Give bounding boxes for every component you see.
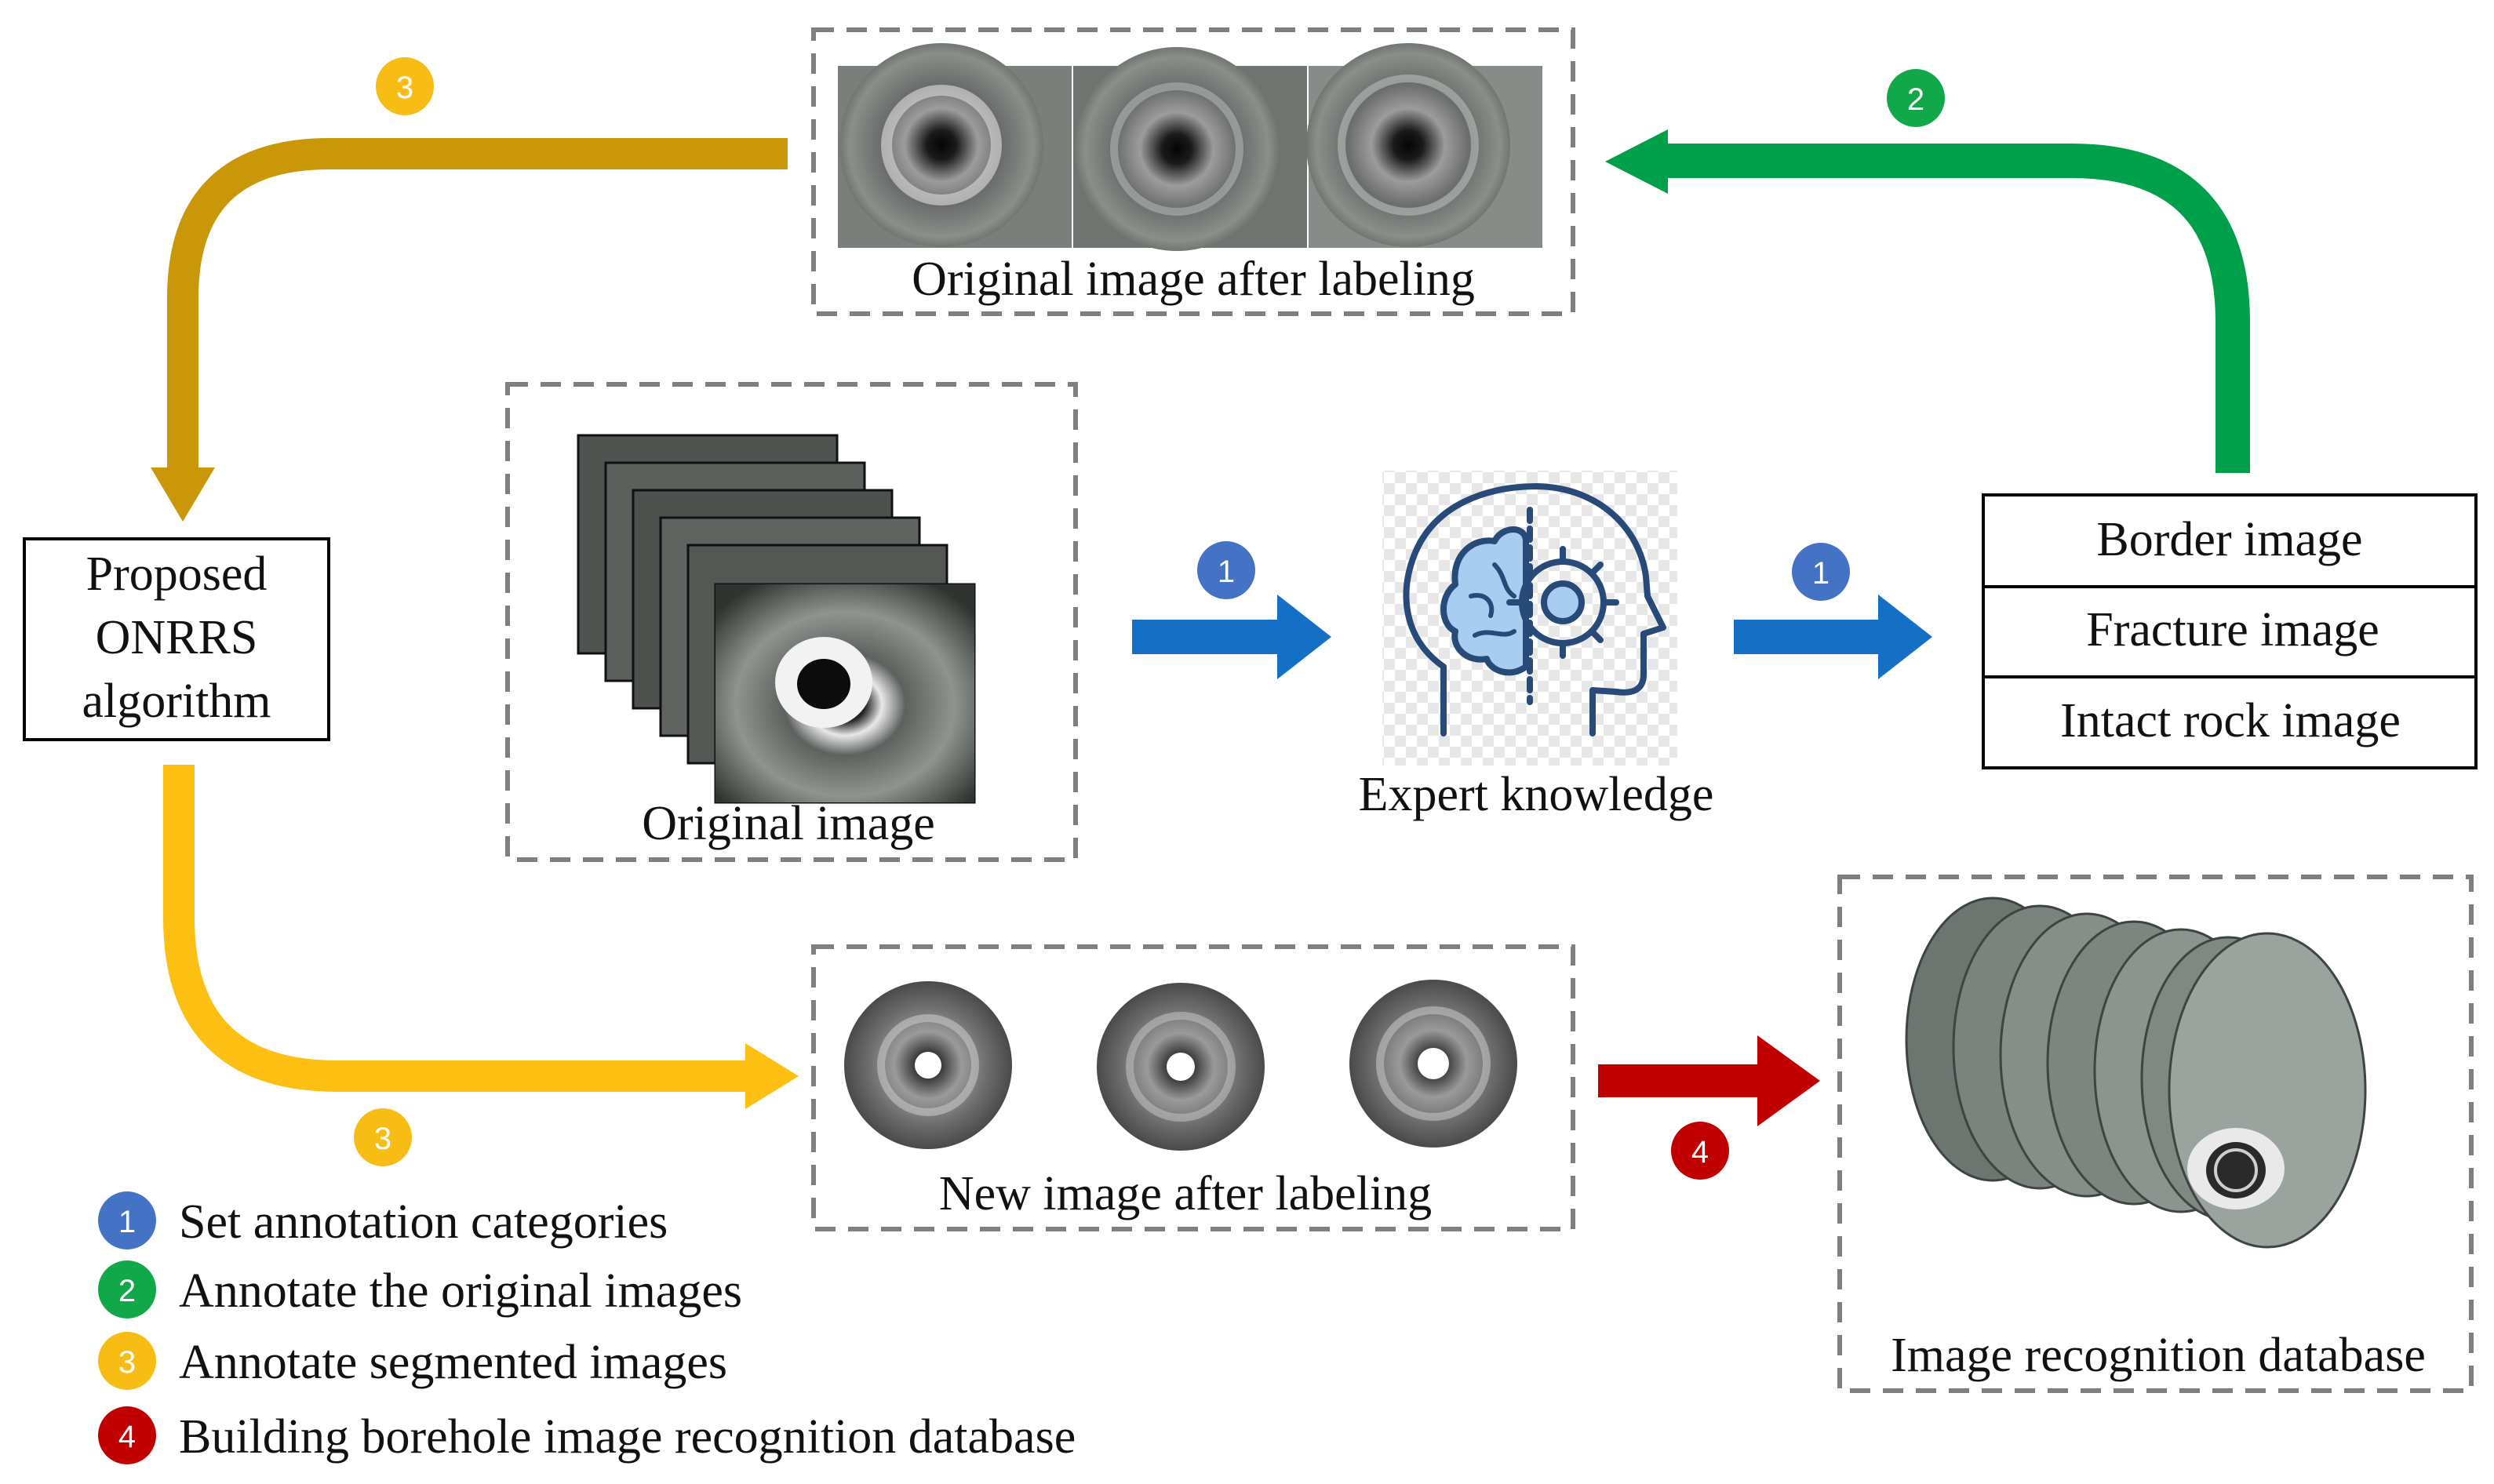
svg-text:1: 1 (118, 1205, 136, 1239)
top-panel: Original image after labeling (811, 27, 1575, 316)
badge-step1-right: 1 (1792, 543, 1850, 601)
new-image-panel: New image after labeling (811, 944, 1575, 1231)
svg-text:2: 2 (1907, 82, 1924, 117)
badge-step4: 4 (1671, 1122, 1729, 1180)
legend-badge-1 (98, 1191, 156, 1249)
svg-text:1: 1 (1812, 556, 1830, 591)
arrow-step4 (1598, 1035, 1820, 1126)
segmented-image-2 (1097, 983, 1265, 1151)
labeled-image-2 (1073, 47, 1307, 251)
database-panel-border (1837, 875, 2474, 1393)
svg-text:2: 2 (118, 1274, 136, 1308)
legend-text-3: Annotate segmented images (179, 1336, 727, 1389)
database-panel-caption: Image recognition database (1891, 1329, 2426, 1382)
algorithm-line2: ONRRS (96, 611, 258, 664)
legend-item: 1 Set annotation categories (98, 1191, 668, 1249)
arrow-step1-right (1734, 595, 1932, 679)
arrow-step2 (1605, 129, 2250, 473)
legend-badge-3 (98, 1332, 156, 1390)
database-panel: Image recognition database (1837, 875, 2474, 1393)
svg-text:4: 4 (118, 1420, 136, 1454)
svg-text:1: 1 (1218, 555, 1235, 589)
category-border-image: Border image (2096, 513, 2362, 566)
algorithm-box: Proposed ONRRS algorithm (23, 537, 330, 741)
svg-text:3: 3 (374, 1122, 391, 1156)
center-panel-caption: Original image (642, 797, 935, 850)
badge-step2: 2 (1887, 69, 1945, 127)
top-panel-border (811, 27, 1575, 316)
algorithm-line1: Proposed (86, 547, 268, 601)
legend: 1 Set annotation categories 2 Annotate t… (98, 1191, 1076, 1464)
arrow-step3-top (151, 138, 788, 522)
expert-knowledge: Expert knowledge (1359, 471, 1714, 821)
arrow-step3-bottom (163, 765, 799, 1109)
legend-item: 2 Annotate the original images (98, 1260, 742, 1319)
legend-badge-4 (98, 1406, 156, 1464)
new-panel-caption: New image after labeling (939, 1167, 1432, 1220)
badge-step1-left: 1 (1197, 541, 1255, 599)
center-panel-border (505, 382, 1078, 862)
category-box: Border image Fracture image Intact rock … (1982, 493, 2478, 769)
algorithm-line3: algorithm (82, 675, 271, 728)
new-panel-border (811, 944, 1575, 1231)
legend-item: 3 Annotate segmented images (98, 1332, 727, 1390)
brain-gear-head-icon (1403, 483, 1666, 737)
center-panel: Original image (505, 382, 1078, 862)
badge-step3-top: 3 (376, 57, 434, 115)
legend-badge-2 (98, 1260, 156, 1319)
legend-text-2: Annotate the original images (179, 1264, 742, 1318)
svg-text:3: 3 (118, 1345, 136, 1380)
arrow-step1-left (1132, 595, 1331, 679)
image-stack (577, 434, 976, 804)
segmented-image-1 (844, 981, 1012, 1149)
segmented-image-3 (1349, 980, 1517, 1148)
labeled-image-1 (838, 43, 1072, 248)
database-cylinder (1905, 897, 2367, 1249)
svg-text:4: 4 (1691, 1135, 1709, 1169)
legend-text-4: Building borehole image recognition data… (179, 1410, 1076, 1464)
expert-label: Expert knowledge (1359, 768, 1714, 821)
category-intact-rock-image: Intact rock image (2060, 694, 2401, 747)
top-panel-caption: Original image after labeling (912, 253, 1475, 306)
category-fracture-image: Fracture image (2086, 603, 2379, 657)
legend-item: 4 Building borehole image recognition da… (98, 1406, 1076, 1464)
svg-text:3: 3 (396, 71, 413, 105)
legend-text-1: Set annotation categories (179, 1195, 668, 1249)
labeled-image-3 (1306, 43, 1542, 248)
badge-step3-bottom: 3 (354, 1108, 412, 1166)
